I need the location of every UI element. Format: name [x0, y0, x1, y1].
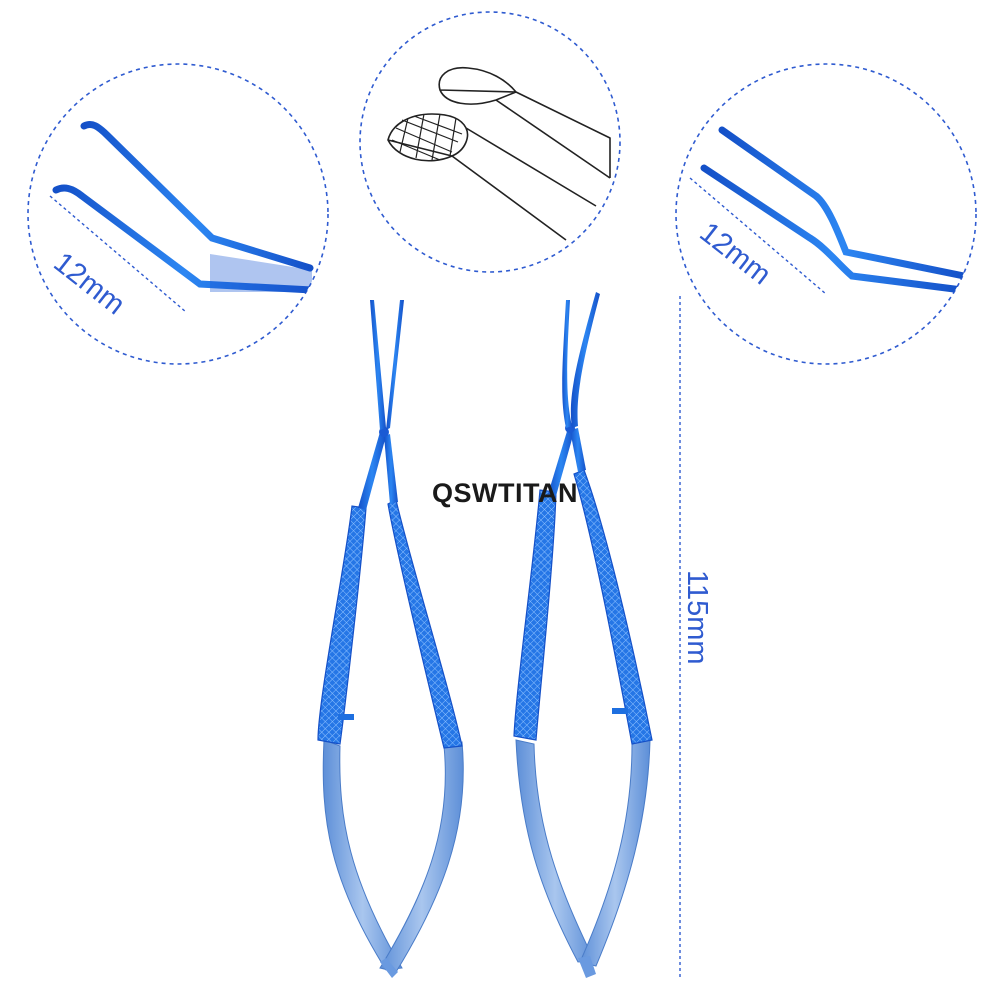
right-detail-circle [675, 63, 977, 365]
center-jaw-detail [359, 11, 621, 273]
center-detail-circle [359, 11, 621, 273]
right-scissors-spring [515, 739, 595, 963]
left-detail-circle [27, 63, 329, 365]
overall-length-label: 115mm [681, 570, 713, 665]
right-tip-illustration [700, 126, 968, 294]
serrated-jaw-drawing [387, 66, 611, 241]
right-scissors-handle [513, 489, 557, 741]
left-scissors-spring [322, 739, 403, 971]
left-scissors-handle [317, 505, 367, 745]
right-scissors [513, 292, 653, 978]
left-scissors [317, 300, 464, 978]
brand-logo-text: QSWTITAN [432, 478, 578, 508]
right-tip-detail [675, 63, 977, 365]
left-tip-illustration [52, 120, 316, 294]
left-tip-detail [27, 63, 329, 365]
